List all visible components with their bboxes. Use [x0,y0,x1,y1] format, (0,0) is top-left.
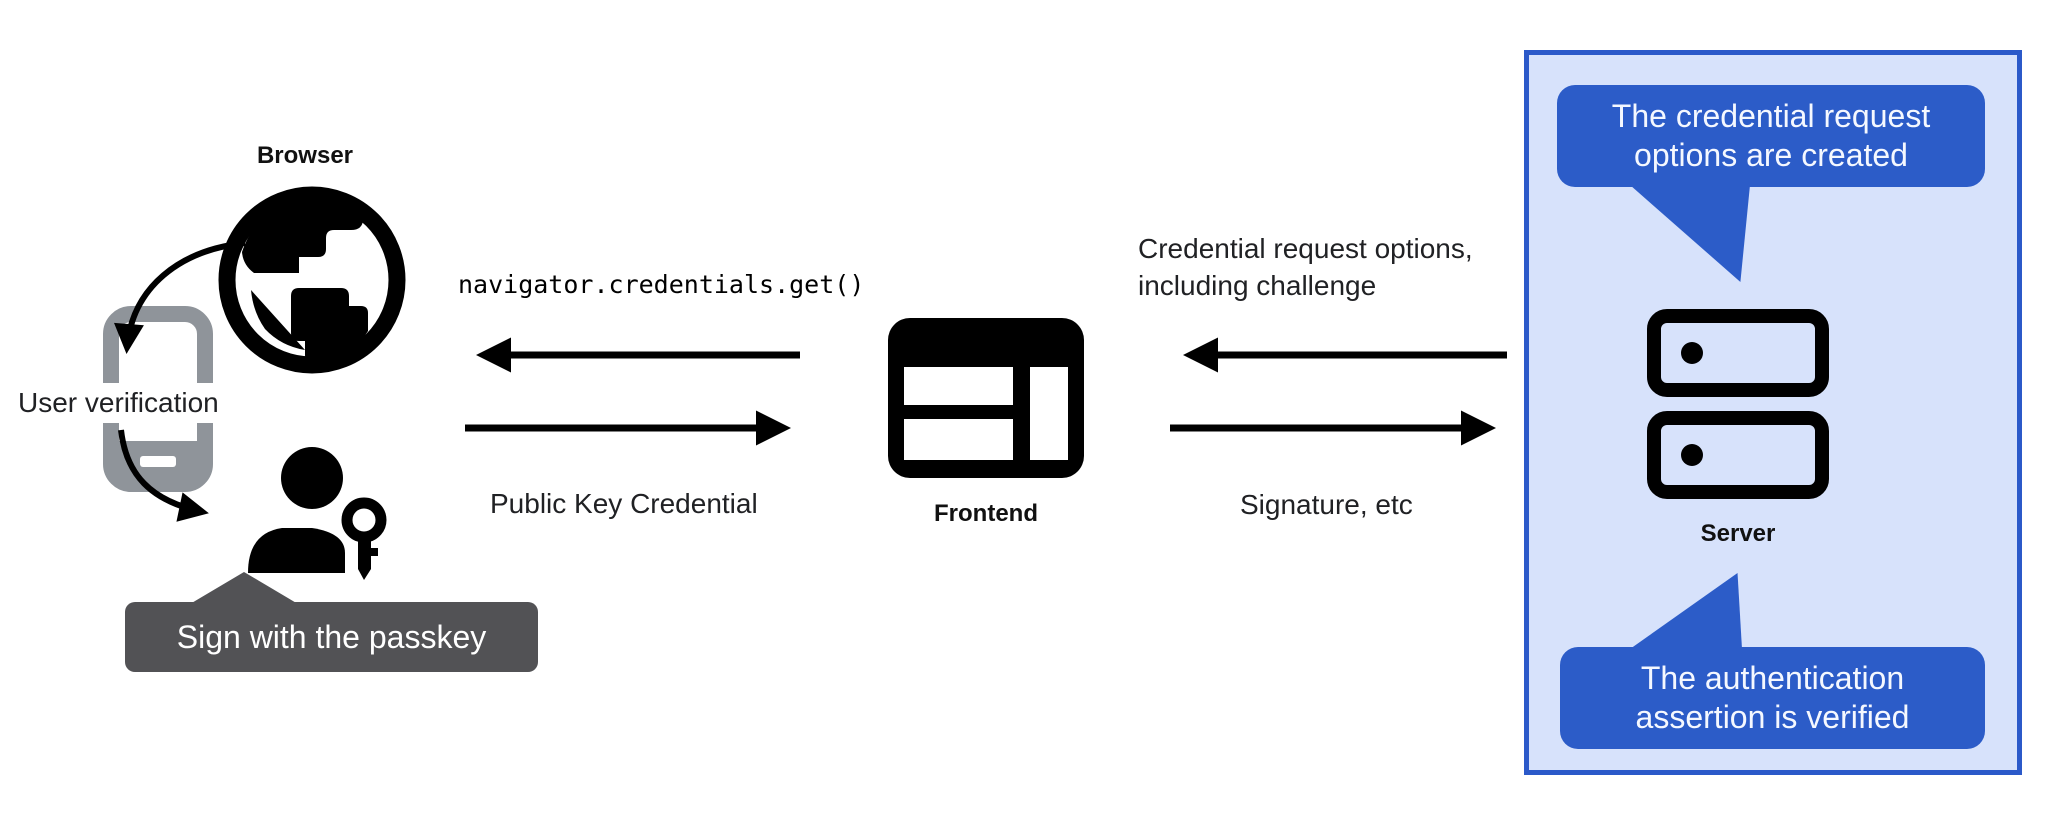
server-icon [1647,309,1829,499]
arrow-phone-to-user [118,429,209,522]
callout-assertion-verified: The authentication assertion is verified [1560,647,1985,749]
get-call-label: navigator.credentials.get() [458,270,865,299]
signature-label: Signature, etc [1240,489,1413,520]
frontend-label: Frontend [934,500,1038,527]
callout-credential-request: The credential request options are creat… [1557,85,1985,187]
globe-icon [218,186,406,374]
callout-top-line2: options are created [1634,137,1908,173]
server-panel: The credential request options are creat… [1524,50,2022,775]
callout-bottom-line1: The authentication [1640,660,1905,696]
passkey-badge: Sign with the passkey [125,602,538,672]
user-icon [248,447,387,580]
passkey-badge-tail [190,572,298,604]
callout-top-line1: The credential request [1611,98,1931,134]
frontend-icon [888,318,1084,478]
credential-request-line1: Credential request options, [1138,233,1473,264]
server-label: Server [1700,520,1776,547]
arrow-browser-to-phone [114,240,246,354]
credential-request-label: Credential request options, including ch… [1138,230,1473,304]
credential-request-line2: including challenge [1138,270,1377,301]
callout-bottom-line2: assertion is verified [1635,699,1910,735]
public-key-credential-label: Public Key Credential [490,488,758,519]
key-icon [341,497,387,580]
user-verification-label: User verification [10,383,227,423]
browser-label: Browser [256,142,354,169]
